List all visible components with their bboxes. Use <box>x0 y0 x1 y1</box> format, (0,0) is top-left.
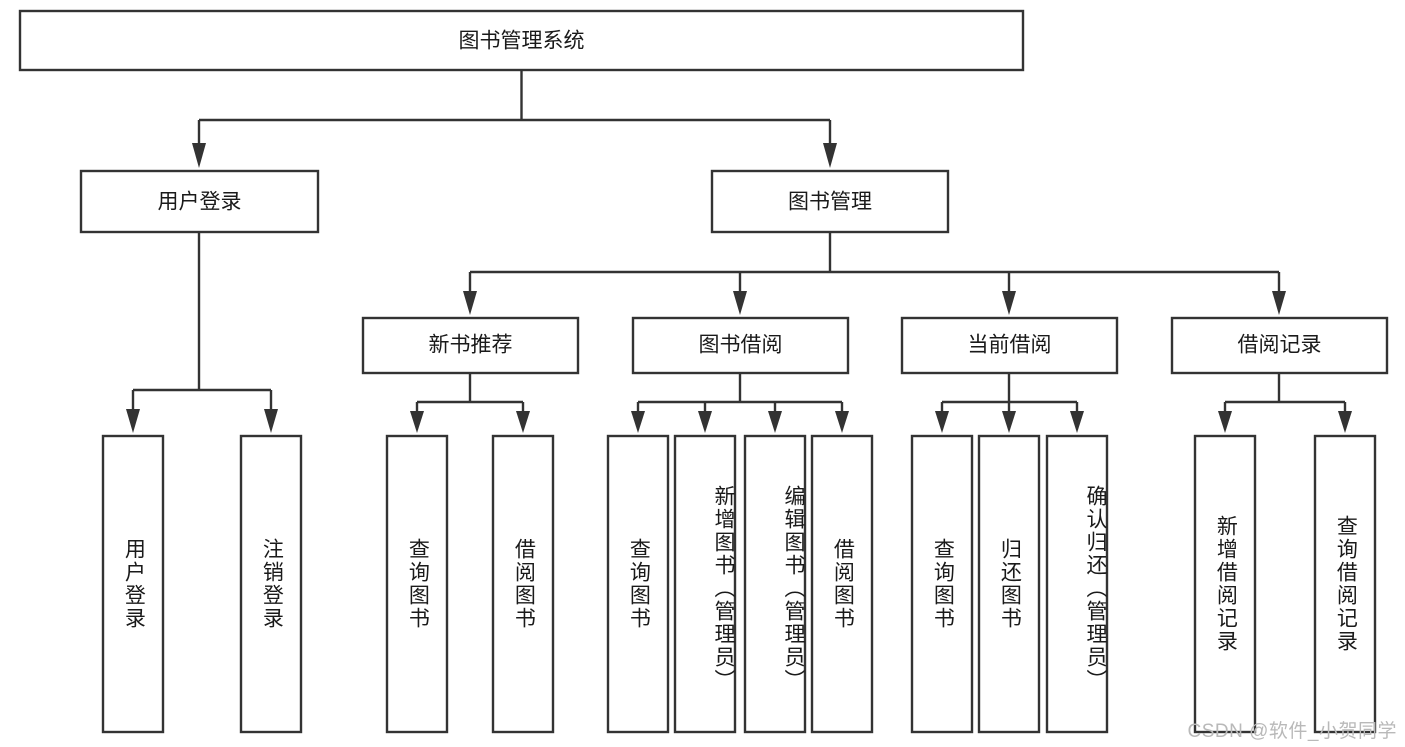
leaf-label-borrow-lend: 借阅图书 <box>831 538 855 630</box>
leaf-label-user-login-login: 用户登录 <box>122 538 146 630</box>
node-box-book-borrow[interactable] <box>631 316 850 375</box>
leaf-box-current-confirm-return[interactable] <box>1045 434 1109 734</box>
leaf-label-new-book-query: 查询图书 <box>406 538 430 630</box>
node-label-borrow-records: 借阅记录 <box>1238 334 1322 357</box>
node-box-borrow-records[interactable] <box>1170 316 1389 375</box>
leaf-box-new-book-query[interactable] <box>385 434 449 734</box>
leaf-box-current-query[interactable] <box>910 434 974 734</box>
connectors-current-borrow-to-leaves <box>935 373 1084 433</box>
leaf-box-borrow-edit[interactable] <box>743 434 807 734</box>
connectors-user-login-to-leaves <box>126 232 278 433</box>
leaf-box-record-query[interactable] <box>1313 434 1377 734</box>
leaf-label-record-add: 新增借阅记录 <box>1214 515 1238 653</box>
leaf-label-current-return: 归还图书 <box>998 538 1022 630</box>
leaf-box-current-return[interactable] <box>977 434 1041 734</box>
connectors-new-book-to-leaves <box>410 373 530 433</box>
node-box-new-book-recommend[interactable] <box>361 316 580 375</box>
node-label-current-borrow: 当前借阅 <box>968 334 1052 357</box>
node-box-book-management[interactable] <box>710 169 950 234</box>
node-label-user-login: 用户登录 <box>158 191 242 214</box>
leaf-box-borrow-add[interactable] <box>673 434 737 734</box>
leaf-label-record-query: 查询借阅记录 <box>1334 515 1358 653</box>
connectors-borrow-records-to-leaves <box>1218 373 1352 433</box>
leaf-box-borrow-lend[interactable] <box>810 434 874 734</box>
leaf-label-borrow-add: 新增图书（管理员） <box>712 484 735 692</box>
node-label-new-book-recommend: 新书推荐 <box>429 334 513 357</box>
node-label-book-borrow: 图书借阅 <box>699 334 783 357</box>
leaf-label-borrow-query: 查询图书 <box>627 538 651 630</box>
connectors-root-to-level2 <box>192 70 837 168</box>
leaf-box-user-login-logout[interactable] <box>239 434 303 734</box>
leaf-label-current-confirm-return: 确认归还（管理员） <box>1084 484 1107 692</box>
leaf-box-borrow-query[interactable] <box>606 434 670 734</box>
leaf-label-current-query: 查询图书 <box>931 538 955 630</box>
leaf-label-borrow-edit: 编辑图书（管理员） <box>782 484 805 692</box>
node-box-root[interactable] <box>18 9 1025 72</box>
leaf-box-record-add[interactable] <box>1193 434 1257 734</box>
node-label-book-management: 图书管理 <box>788 191 872 214</box>
node-box-current-borrow[interactable] <box>900 316 1119 375</box>
connectors-book-mgmt-to-level3 <box>463 232 1286 315</box>
leaf-label-new-book-borrow: 借阅图书 <box>512 538 536 630</box>
leaf-box-new-book-borrow[interactable] <box>491 434 555 734</box>
leaf-box-user-login-login[interactable] <box>101 434 165 734</box>
node-box-user-login[interactable] <box>79 169 320 234</box>
node-label-root: 图书管理系统 <box>459 30 585 53</box>
leaf-label-user-login-logout: 注销登录 <box>260 538 284 630</box>
connectors-book-borrow-to-leaves <box>631 373 849 433</box>
